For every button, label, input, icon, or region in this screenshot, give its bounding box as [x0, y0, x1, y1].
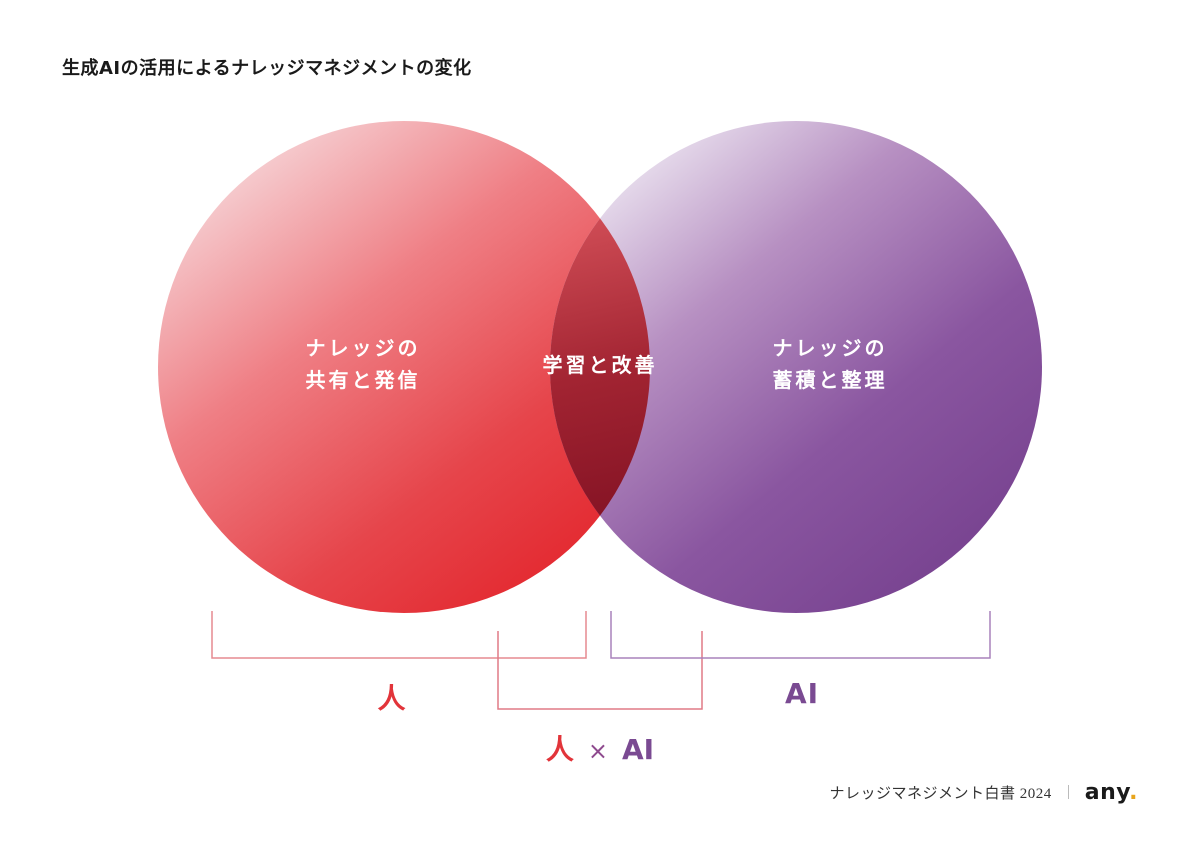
- logo-dot: .: [1129, 779, 1138, 805]
- footer: ナレッジマネジメント白書 2024 any.: [830, 778, 1138, 806]
- human-ai-label: 人 × AI: [546, 728, 654, 768]
- right-circle-label-line2: 蓄積と整理: [772, 368, 888, 392]
- combo-human: 人: [545, 733, 574, 766]
- logo-text: any: [1084, 779, 1130, 805]
- right-circle-label: ナレッジの 蓄積と整理: [773, 332, 888, 396]
- ai-label: AI: [784, 677, 820, 710]
- center-bracket: [497, 631, 703, 710]
- overlap-label-line1: 学習と改善: [542, 353, 658, 377]
- right-bracket: [610, 611, 991, 659]
- human-label: 人: [377, 682, 407, 715]
- combo-ai: AI: [622, 733, 655, 766]
- left-circle-label-line2: 共有と発信: [305, 368, 421, 392]
- left-bracket: [211, 611, 587, 659]
- any-logo: any.: [1085, 780, 1138, 805]
- left-circle-label: ナレッジの 共有と発信: [306, 332, 421, 396]
- left-circle: [158, 121, 650, 613]
- right-circle-label-line1: ナレッジの: [772, 336, 888, 360]
- publication-title: ナレッジマネジメント白書 2024: [829, 785, 1052, 802]
- footer-divider: [1067, 785, 1069, 799]
- left-circle-label-line1: ナレッジの: [305, 336, 421, 360]
- right-circle: [550, 121, 1042, 613]
- times-sign: ×: [587, 737, 609, 765]
- overlap-label: 学習と改善: [543, 349, 658, 381]
- page-title: 生成AIの活用によるナレッジマネジメントの変化: [62, 58, 472, 79]
